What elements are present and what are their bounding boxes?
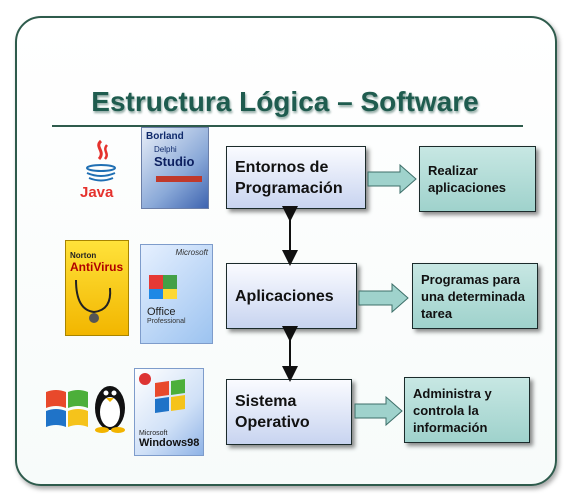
norton-product: AntiVirus <box>70 260 124 274</box>
layer-box-entornos: Entornos de Programación <box>226 146 366 209</box>
layer-box-aplicaciones: Aplicaciones <box>226 263 357 329</box>
desc-box-entornos: Realizar aplicaciones <box>419 146 536 212</box>
borland-line1: Delphi <box>154 145 177 154</box>
borland-line2: Studio <box>154 154 195 169</box>
windows98-box: Microsoft Windows98 <box>134 368 204 456</box>
title-divider <box>52 125 523 127</box>
layer-box-sistema: Sistema Operativo <box>226 379 352 445</box>
layer-label-aplicaciones: Aplicaciones <box>235 287 334 305</box>
office-puzzle-icon <box>149 275 177 299</box>
layer-label-entornos: Entornos de Programación <box>235 158 343 197</box>
office-edition: Professional <box>147 318 186 325</box>
windows-logo <box>44 384 90 436</box>
windows98-flag-icon <box>139 373 185 413</box>
norton-antivirus-box: Norton AntiVirus <box>65 240 129 336</box>
windows98-product: Windows98 <box>139 437 200 449</box>
office-brand: Microsoft <box>175 248 208 257</box>
desc-text-sistema: Administra y controla la información <box>413 385 492 435</box>
desc-box-sistema: Administra y controla la información <box>404 377 530 443</box>
desc-text-entornos: Realizar aplicaciones <box>428 163 507 195</box>
stethoscope-icon <box>75 279 112 323</box>
java-logo: Java <box>76 137 126 207</box>
tux-penguin-icon <box>95 386 125 433</box>
office-product: Office <box>147 306 176 318</box>
desc-box-aplicaciones: Programas para una determinada tarea <box>412 263 538 329</box>
windows98-brand: Microsoft <box>139 430 168 437</box>
java-label: Java <box>80 184 114 201</box>
windows-flag-icon <box>46 390 88 427</box>
office-box: Microsoft Office Professional <box>140 244 213 344</box>
norton-brand: Norton <box>70 251 97 260</box>
borland-red-strip <box>156 176 202 182</box>
desc-text-aplicaciones: Programas para una determinada tarea <box>421 271 526 321</box>
slide-title: Estructura Lógica – Software <box>91 86 479 117</box>
linux-tux-logo <box>91 380 129 434</box>
borland-brand: Borland <box>146 131 184 142</box>
borland-delphi-box: Borland Delphi Studio <box>141 127 209 209</box>
layer-label-sistema: Sistema Operativo <box>235 393 310 431</box>
java-cup-icon <box>86 139 116 182</box>
